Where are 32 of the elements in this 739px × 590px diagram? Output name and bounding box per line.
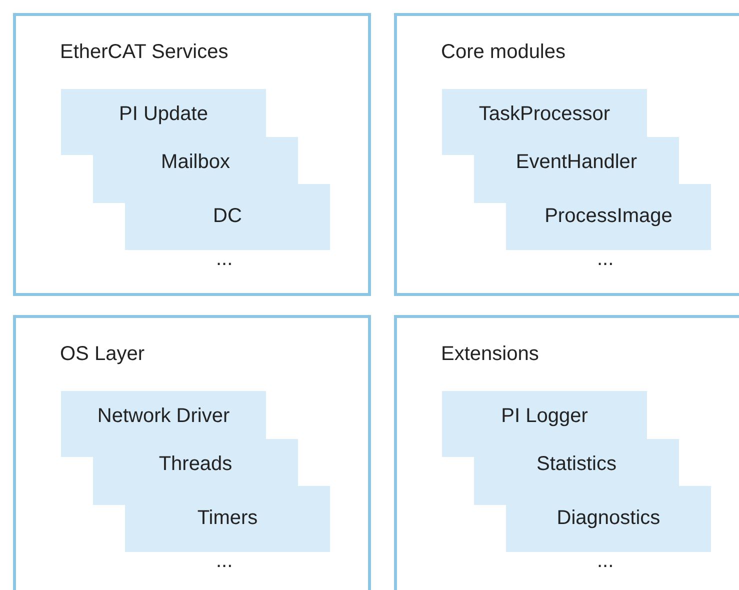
module-panel bbox=[13, 13, 371, 296]
component-label: Mailbox bbox=[160, 151, 231, 174]
component-card bbox=[61, 89, 266, 137]
component-label: Diagnostics bbox=[556, 507, 662, 530]
component-card bbox=[506, 486, 711, 552]
panel-heading: Extensions bbox=[441, 343, 539, 366]
component-label: Timers bbox=[196, 507, 259, 530]
component-label: EventHandler bbox=[514, 151, 638, 174]
component-label: DC bbox=[212, 205, 243, 228]
component-card bbox=[125, 486, 330, 552]
component-label: PI Logger bbox=[500, 405, 589, 428]
component-card bbox=[61, 391, 266, 439]
panel-heading: Core modules bbox=[441, 41, 566, 64]
module-panel bbox=[394, 315, 739, 590]
component-label: ProcessImage bbox=[544, 205, 674, 228]
panel-heading: OS Layer bbox=[60, 343, 144, 366]
panel-heading: EtherCAT Services bbox=[60, 41, 228, 64]
component-label: PI Update bbox=[118, 103, 209, 126]
module-panel bbox=[394, 13, 739, 296]
ellipsis: ... bbox=[597, 248, 614, 271]
ellipsis: ... bbox=[216, 248, 233, 271]
ellipsis: ... bbox=[216, 550, 233, 573]
module-panel bbox=[13, 315, 371, 590]
component-card bbox=[442, 89, 647, 137]
component-label: Network Driver bbox=[96, 405, 231, 428]
ellipsis: ... bbox=[597, 550, 614, 573]
component-card bbox=[506, 184, 711, 250]
component-label: TaskProcessor bbox=[478, 103, 612, 126]
component-label: Statistics bbox=[535, 453, 618, 476]
component-card bbox=[125, 184, 330, 250]
component-card bbox=[442, 391, 647, 439]
component-label: Threads bbox=[158, 453, 234, 476]
